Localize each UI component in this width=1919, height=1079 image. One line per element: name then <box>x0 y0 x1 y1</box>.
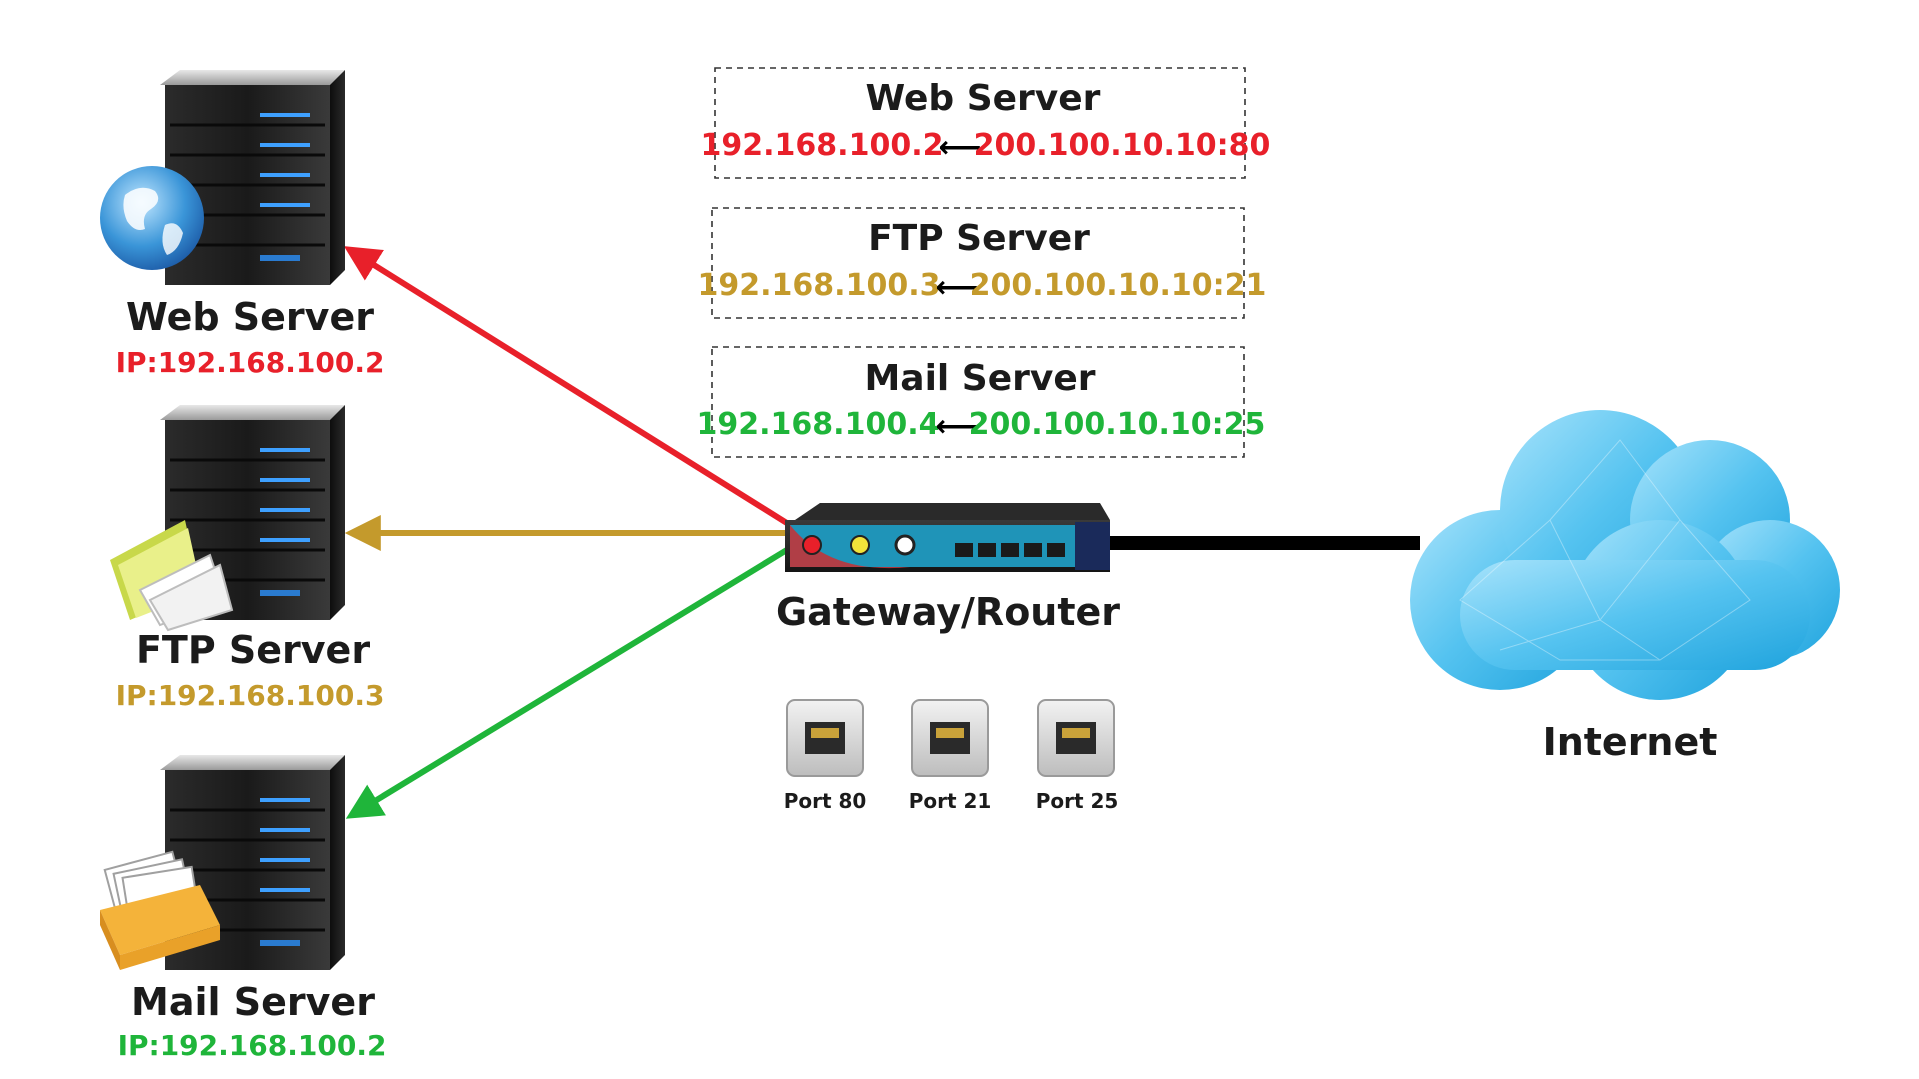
nat-entry-title: FTP Server <box>868 218 1090 259</box>
globe-icon <box>100 166 204 270</box>
web-server-ip: IP:192.168.100.2 <box>116 346 385 379</box>
router-label: Gateway/Router <box>776 590 1120 634</box>
nat-entry-title: Web Server <box>866 78 1101 119</box>
nat-internal-ip: 192.168.100.3 <box>698 268 941 303</box>
nat-arrow-icon: ⟵ <box>935 409 978 444</box>
ethernet-port-icon <box>786 699 864 777</box>
nat-external-address: 200.100.10.10:21 <box>970 268 1267 303</box>
mail-tray-icon <box>100 850 220 970</box>
nat-arrow-icon: ⟵ <box>935 270 978 305</box>
nat-entry-title: Mail Server <box>864 358 1095 399</box>
port-label: Port 25 <box>1036 789 1119 813</box>
nat-entry-ftp: FTP Server 192.168.100.3 ⟵ 200.100.10.10… <box>698 207 1267 319</box>
mail-server-ip: IP:192.168.100.2 <box>118 1029 387 1062</box>
ftp-server-ip: IP:192.168.100.3 <box>116 679 385 712</box>
web-connection-arrow <box>343 246 792 528</box>
ethernet-port-icon <box>911 699 989 777</box>
nat-external-address: 200.100.10.10:80 <box>974 128 1271 163</box>
nat-arrow-icon: ⟵ <box>938 130 981 165</box>
folder-icon <box>110 520 234 632</box>
nat-entry-web: Web Server 192.168.100.2 ⟵ 200.100.10.10… <box>701 67 1271 179</box>
ftp-server-label: FTP Server <box>136 628 370 672</box>
mail-server-label: Mail Server <box>131 980 375 1024</box>
port-label: Port 21 <box>909 789 992 813</box>
server-tower-icon <box>160 755 345 970</box>
ethernet-port-icon <box>1037 699 1115 777</box>
web-server-label: Web Server <box>126 295 374 339</box>
mail-connection-arrow <box>345 545 792 819</box>
server-tower-icon <box>160 405 345 620</box>
nat-external-address: 200.100.10.10:25 <box>969 407 1266 442</box>
nat-internal-ip: 192.168.100.2 <box>701 128 944 163</box>
nat-entry-mail: Mail Server 192.168.100.4 ⟵ 200.100.10.1… <box>697 346 1266 458</box>
nat-internal-ip: 192.168.100.4 <box>697 407 940 442</box>
cloud-icon <box>1410 410 1840 700</box>
port-label: Port 80 <box>784 789 867 813</box>
internet-label: Internet <box>1543 720 1718 764</box>
router-icon <box>785 503 1110 572</box>
